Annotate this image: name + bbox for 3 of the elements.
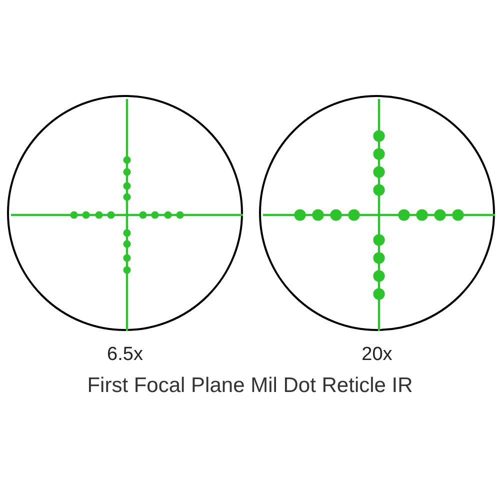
caption: First Focal Plane Mil Dot Reticle IR [86, 373, 414, 399]
magnification-label: 20x [360, 343, 394, 367]
magnification-label: 6.5x [106, 343, 144, 367]
